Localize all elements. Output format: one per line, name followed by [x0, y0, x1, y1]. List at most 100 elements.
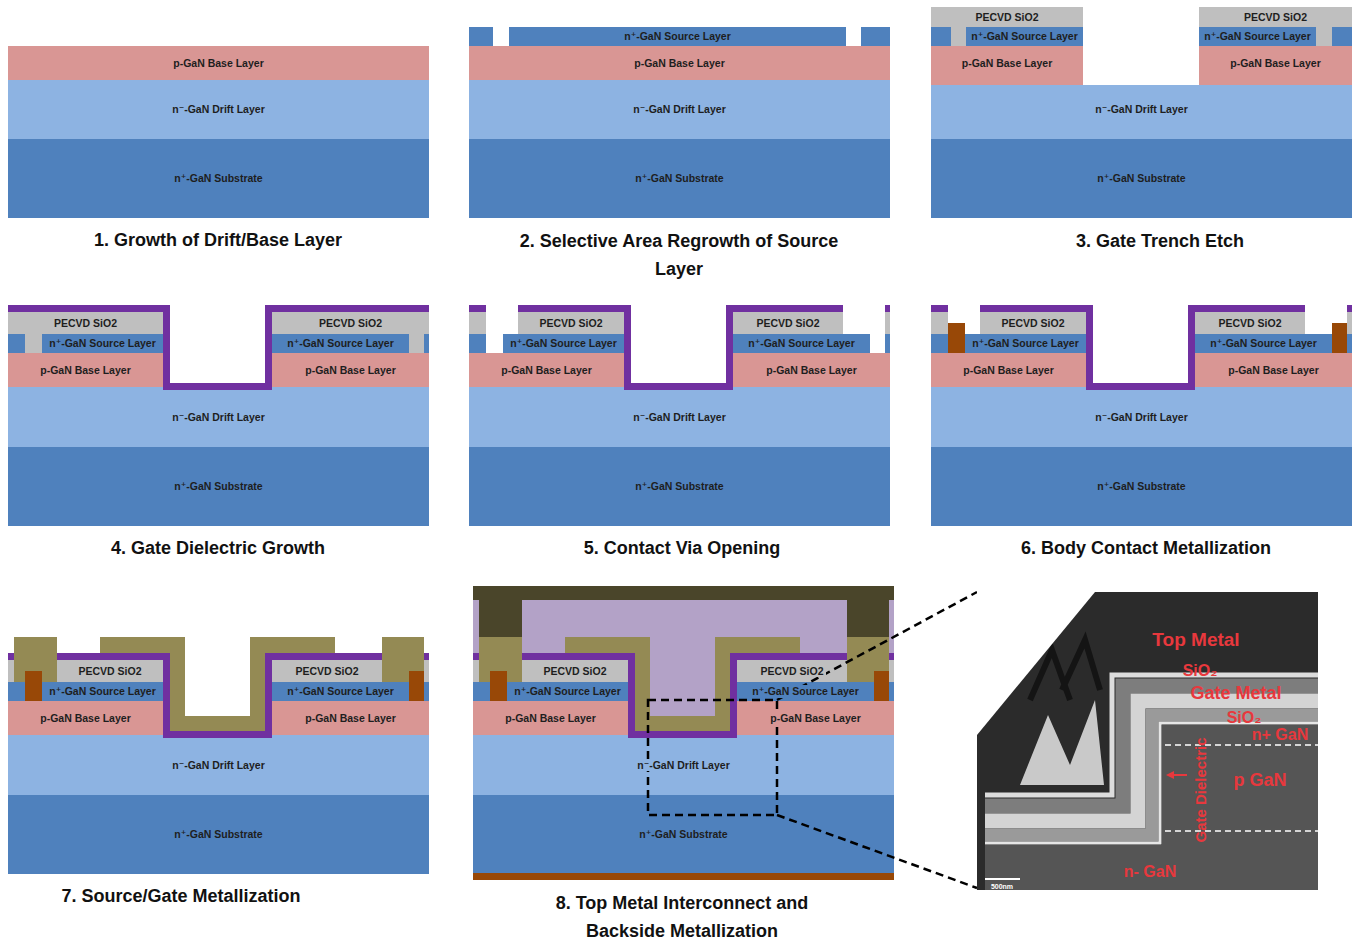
base-layer	[1199, 46, 1352, 85]
source-layer: n⁺-GaN Source Layer	[42, 334, 163, 353]
layer-stack	[473, 653, 894, 874]
layer-stack	[8, 305, 429, 526]
layer-label: n⁺-GaN Source Layer	[285, 337, 396, 350]
layer-stack	[931, 305, 1352, 526]
oxide-layer	[1316, 27, 1332, 46]
layer-label: n⁺-GaN Source Layer	[969, 30, 1080, 43]
source-layer: n⁺-GaN Source Layer	[503, 334, 624, 353]
layer-label: PECVD SiO2	[973, 11, 1040, 24]
layer-label: PECVD SiO2	[76, 665, 143, 678]
tem-arrow	[1166, 771, 1174, 779]
substrate-layer: n⁺-GaN Substrate	[8, 795, 429, 874]
base-layer	[8, 46, 429, 80]
drift-layer	[469, 80, 890, 139]
scale-label: 500nm	[991, 883, 1013, 890]
layer-label: n⁺-GaN Substrate	[633, 172, 725, 185]
oxide-layer: PECVD SiO2	[272, 312, 429, 334]
layer-label: PECVD SiO2	[999, 317, 1066, 330]
layer-label: n⁻-GaN Drift Layer	[1093, 411, 1189, 424]
panel	[473, 586, 977, 888]
tem-arrow	[1172, 774, 1187, 776]
base-layer: p-GaN Base Layer	[8, 701, 163, 735]
layer-label: p-GaN Base Layer	[768, 712, 862, 725]
drift-layer	[8, 80, 429, 139]
base-layer: p-GaN Base Layer	[469, 353, 624, 387]
substrate-layer: n⁺-GaN Substrate	[473, 795, 894, 874]
base-layer: p-GaN Base Layer	[272, 353, 429, 387]
substrate-layer: n⁺-GaN Substrate	[8, 447, 429, 526]
layer-label: p-GaN Base Layer	[960, 57, 1054, 70]
source-layer: n⁺-GaN Source Layer	[42, 682, 163, 701]
panel	[8, 305, 429, 526]
layer-label: PECVD SiO2	[1216, 317, 1283, 330]
source-layer	[1199, 27, 1316, 46]
layer-label: n⁺-GaN Substrate	[637, 828, 729, 841]
substrate-layer: n⁺-GaN Substrate	[931, 139, 1352, 218]
drift-layer: n⁻-GaN Drift Layer	[8, 80, 429, 139]
source-layer	[931, 27, 951, 46]
layer-stack	[469, 305, 890, 334]
base-layer: p-GaN Base Layer	[272, 701, 429, 735]
layer-label: n⁺-GaN Substrate	[1095, 172, 1187, 185]
layer-label: n⁺-GaN Substrate	[172, 828, 264, 841]
oxide-layer: PECVD SiO2	[1195, 312, 1305, 334]
layer-label: n⁻-GaN Drift Layer	[170, 103, 266, 116]
base-layer: p-GaN Base Layer	[931, 353, 1086, 387]
substrate-layer	[8, 139, 429, 218]
oxide-layer	[1199, 7, 1352, 27]
svg-part	[473, 637, 894, 874]
layer-label: PECVD SiO2	[758, 665, 825, 678]
step-caption: 1. Growth of Drift/Base Layer	[94, 226, 342, 254]
layer-label: p-GaN Base Layer	[303, 364, 397, 377]
tem-label: SiO₂	[1183, 663, 1218, 679]
tem-label: Top Metal	[1152, 630, 1239, 649]
top-metal	[473, 586, 894, 600]
base-layer: p-GaN Base Layer	[1199, 46, 1352, 80]
oxide-layer	[951, 27, 966, 46]
oxide-layer: PECVD SiO2	[733, 312, 843, 334]
layer-label: n⁻-GaN Drift Layer	[631, 411, 727, 424]
layer-label: n⁺-GaN Substrate	[1095, 480, 1187, 493]
tem-corner	[977, 592, 1095, 735]
scale-bar	[985, 878, 1020, 880]
tem-label: Gate Metal	[1190, 684, 1281, 702]
panel	[931, 7, 1352, 218]
drift-layer: n⁻-GaN Drift Layer	[8, 387, 429, 447]
layer-stack	[479, 637, 889, 731]
layer-label: p-GaN Base Layer	[38, 712, 132, 725]
source-layer	[966, 27, 1083, 46]
layer-label: PECVD SiO2	[52, 317, 119, 330]
source-layer: n⁺-GaN Source Layer	[509, 27, 846, 46]
base-layer: p-GaN Base Layer	[469, 46, 890, 80]
oxide-layer: PECVD SiO2	[980, 312, 1086, 334]
base-layer: p-GaN Base Layer	[8, 46, 429, 80]
layer-label: PECVD SiO2	[1242, 11, 1309, 24]
tem-label: p GaN	[1233, 771, 1286, 789]
layer-stack	[8, 305, 429, 353]
source-layer: n⁺-GaN Source Layer	[737, 682, 874, 701]
oxide-layer: PECVD SiO2	[8, 312, 163, 334]
oxide-layer: PECVD SiO2	[931, 7, 1083, 27]
layer-label: n⁺-GaN Substrate	[172, 480, 264, 493]
source-layer: n⁺-GaN Source Layer	[733, 334, 870, 353]
step-caption: 6. Body Contact Metallization	[1021, 534, 1271, 562]
tem-label: n+ GaN	[1252, 727, 1308, 743]
source-layer: n⁺-GaN Source Layer	[1199, 27, 1316, 46]
base-layer: p-GaN Base Layer	[8, 353, 163, 387]
oxide-layer: PECVD SiO2	[518, 312, 624, 334]
oxide-layer: PECVD SiO2	[57, 660, 163, 682]
source-layer: n⁺-GaN Source Layer	[272, 334, 409, 353]
drift-layer: n⁻-GaN Drift Layer	[469, 80, 890, 139]
substrate-layer	[469, 139, 890, 218]
layer-label: PECVD SiO2	[537, 317, 604, 330]
interconnect-dielectric	[473, 600, 894, 740]
layer-label: n⁺-GaN Source Layer	[622, 30, 733, 43]
base-layer: p-GaN Base Layer	[473, 701, 628, 735]
base-layer: p-GaN Base Layer	[733, 353, 890, 387]
top-metal	[479, 586, 522, 637]
base-layer: p-GaN Base Layer	[931, 46, 1083, 80]
panel	[469, 305, 890, 526]
